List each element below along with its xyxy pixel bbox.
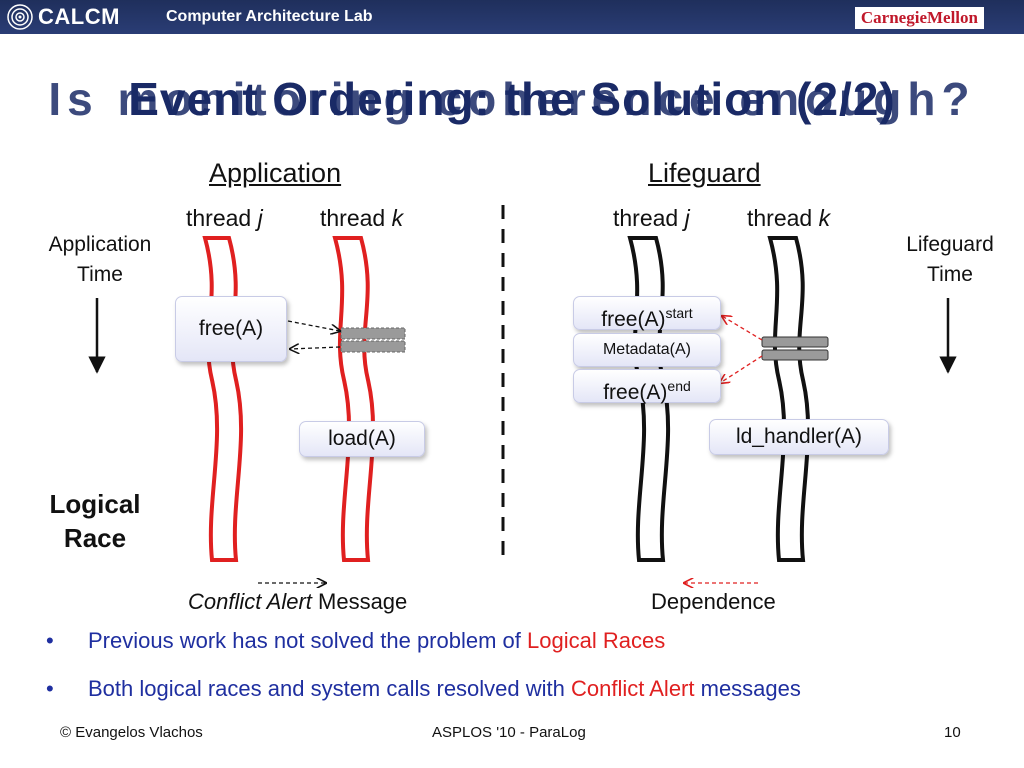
calcm-logo-icon [7,4,33,30]
app-thread-k-label: thread k [320,205,404,231]
legend-dependence-label: Dependence [651,589,776,614]
lg-free-end-box: free(A)end [573,369,721,404]
dependence-arrow-2 [720,355,763,383]
lg-block-1 [761,336,829,348]
conflict-arrow-2 [290,347,341,349]
bullet-1: •Previous work has not solved the proble… [46,628,666,653]
conflict-arrow-1 [287,320,340,331]
app-free-box: free(A) [175,296,287,362]
application-heading: Application [209,158,342,188]
app-thread-j [202,236,244,562]
app-thread-j-label: thread j [186,205,263,231]
footer-venue: ASPLOS '10 - ParaLog [432,724,586,741]
lg-thread-j-label: thread j [613,205,690,231]
header-bar [0,0,1024,34]
alert-block-1 [340,327,406,340]
lifeguard-heading: Lifeguard [648,158,761,188]
dependence-arrow-1 [722,316,763,341]
lg-ld-handler-box: ld_handler(A) [709,419,889,455]
slide-title-a: Event Ordering: the Solution (2/2) [128,73,896,125]
lg-free-start-box: free(A)start [573,296,721,331]
footer-author: © Evangelos Vlachos [60,724,203,741]
legend-conflict-label: Conflict Alert Message [188,589,408,614]
lg-metadata-box: Metadata(A) [573,333,721,367]
lg-thread-k-label: thread k [747,205,831,231]
app-load-box: load(A) [299,421,425,457]
footer-page-number: 10 [944,724,961,741]
slide-title-b: Is monitoring coherence enough? [48,73,976,125]
university-logo: CarnegieMellon [854,7,984,29]
lab-name: Computer Architecture Lab [166,8,373,25]
lg-block-2 [761,349,829,361]
calcm-logo-text: CALCM [38,4,120,29]
app-thread-k [332,236,376,562]
bullet-2: •Both logical races and system calls res… [46,676,801,701]
alert-block-2 [340,340,406,353]
lg-thread-k [767,236,811,562]
